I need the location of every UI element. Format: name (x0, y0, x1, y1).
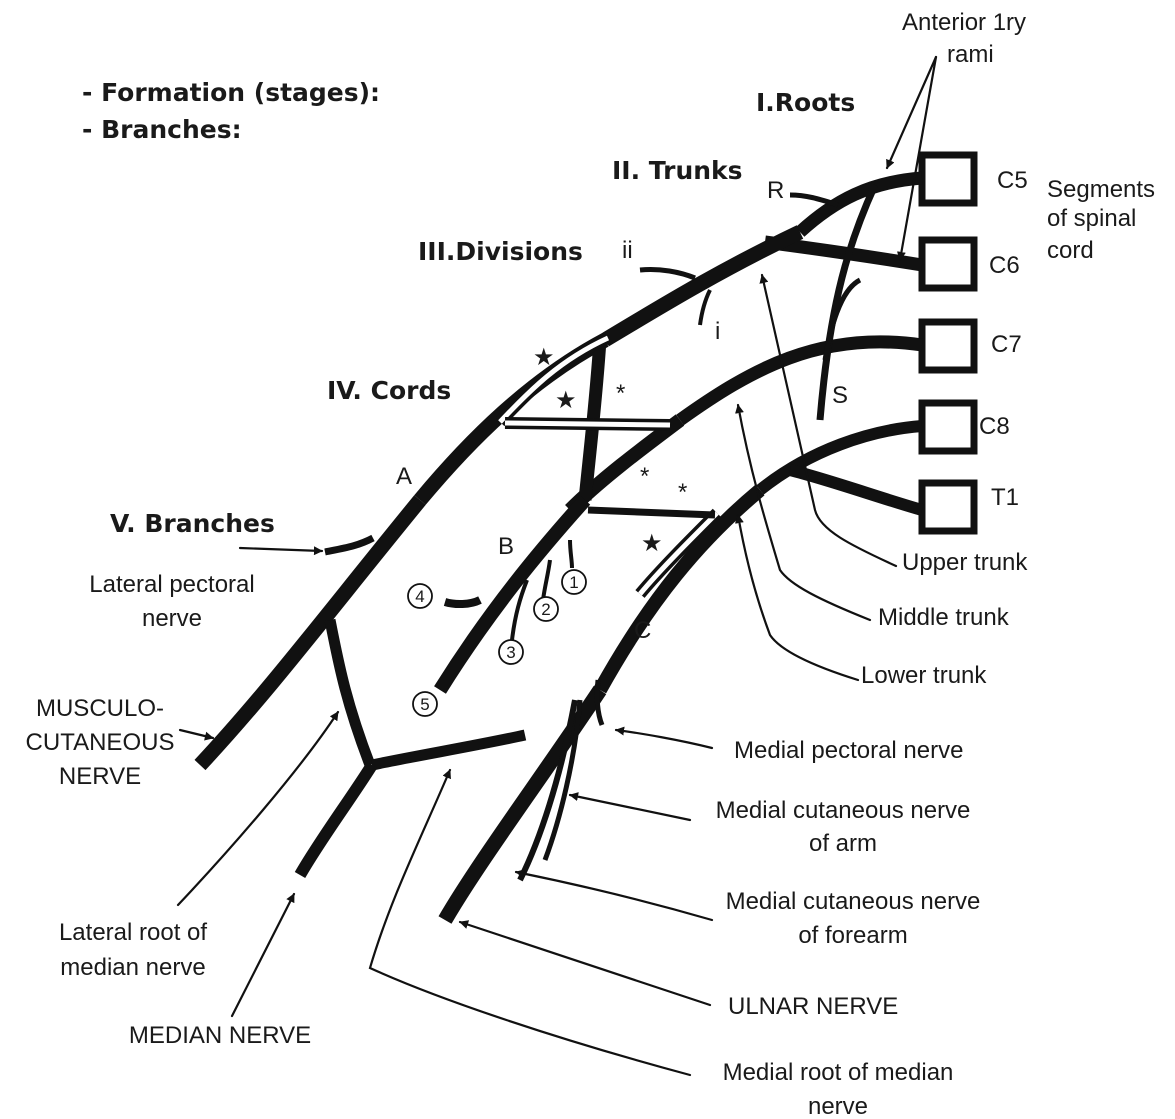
arrow-musculocutaneous (180, 730, 213, 738)
asterisk-marker: * (640, 463, 649, 490)
number-3: 3 (506, 643, 515, 662)
lateral-cord (200, 232, 800, 765)
label-median-nerve: MEDIAN NERVE (129, 1022, 311, 1049)
letter-b: B (498, 533, 514, 560)
lower-trunk (600, 490, 760, 690)
segment-label-c5: C5 (997, 167, 1028, 194)
lateral-root-of-median-nerve (330, 620, 370, 765)
lateral-pectoral-nerve (325, 538, 373, 552)
number-1: 1 (569, 573, 578, 592)
heading-roots: I.Roots (756, 88, 855, 117)
arrow-ulnar-nerve (460, 922, 710, 1005)
number-4: 4 (415, 587, 424, 606)
segment-box-c5 (922, 155, 974, 203)
segment-label-c8: C8 (979, 413, 1010, 440)
letter-ii: ii (622, 237, 633, 264)
star-marker: ★ (555, 387, 577, 414)
number-5: 5 (420, 695, 429, 714)
letter-a: A (396, 463, 412, 490)
arrow-medial-cutaneous-forearm (516, 872, 712, 920)
arrow-anterior-rami-c5 (887, 57, 936, 168)
label-ulnar-nerve: ULNAR NERVE (728, 993, 898, 1020)
numbered-branch-markers: 1 2 3 4 5 (408, 570, 586, 716)
segment-label-c7: C7 (991, 331, 1022, 358)
label-musculocutaneous-line3: NERVE (59, 763, 141, 790)
label-medial-cutaneous-forearm-line2: of forearm (798, 922, 907, 949)
heading-cords: IV. Cords (327, 376, 451, 405)
branch-4 (445, 600, 480, 604)
arrow-upper-trunk (762, 275, 896, 566)
label-medial-cutaneous-arm-line1: Medial cutaneous nerve (716, 797, 971, 824)
letter-r: R (767, 177, 784, 204)
medial-root-of-median-nerve (372, 735, 525, 765)
segment-box-c6 (922, 240, 974, 288)
arrow-medial-pectoral (616, 730, 712, 748)
arrow-medial-cutaneous-arm (570, 795, 690, 820)
heading-branches: - Branches: (82, 115, 242, 144)
branch-r (790, 195, 838, 205)
segment-box-t1 (922, 483, 974, 531)
label-anterior-rami-line2: rami (947, 41, 994, 68)
heading-divisions: III.Divisions (418, 237, 583, 266)
letter-s: S (832, 382, 848, 409)
heading-formation: - Formation (stages): (82, 78, 380, 107)
root-c7 (680, 342, 922, 420)
label-segments-line3: cord (1047, 237, 1094, 264)
segment-label-t1: T1 (991, 484, 1019, 511)
upper-trunk (605, 232, 800, 340)
label-musculocutaneous-line2: CUTANEOUS (26, 729, 175, 756)
asterisk-marker: * (678, 479, 687, 506)
branch-1 (570, 540, 572, 568)
arrow-median-nerve (232, 894, 294, 1016)
letter-c: C (634, 617, 651, 644)
median-nerve (300, 765, 372, 875)
label-lower-trunk: Lower trunk (861, 662, 987, 689)
label-segments-line2: of spinal (1047, 205, 1136, 232)
label-middle-trunk: Middle trunk (878, 604, 1010, 631)
arrow-lateral-pectoral (240, 548, 322, 551)
label-medial-pectoral: Medial pectoral nerve (734, 737, 963, 764)
number-2: 2 (541, 600, 550, 619)
label-lateral-root-line2: median nerve (60, 954, 205, 981)
label-medial-root-line2: nerve (808, 1093, 868, 1119)
arrow-lateral-root (178, 712, 338, 905)
segment-boxes (922, 155, 974, 531)
branch-2 (543, 560, 550, 600)
label-medial-root-line1: Medial root of median (723, 1059, 954, 1086)
label-medial-cutaneous-forearm-line1: Medial cutaneous nerve (726, 888, 981, 915)
musculocutaneous-nerve (200, 500, 420, 765)
label-lateral-pectoral-line2: nerve (142, 605, 202, 632)
label-lateral-pectoral-line1: Lateral pectoral (89, 571, 254, 598)
label-segments-line1: Segments (1047, 176, 1155, 203)
label-medial-cutaneous-arm-line2: of arm (809, 830, 877, 857)
branch-i (700, 290, 710, 325)
letter-i: i (715, 318, 720, 345)
label-anterior-rami-line1: Anterior 1ry (902, 9, 1026, 36)
star-marker: ★ (533, 344, 555, 371)
label-upper-trunk: Upper trunk (902, 549, 1028, 576)
heading-branches-stage: V. Branches (110, 509, 275, 538)
star-marker: ★ (641, 530, 663, 557)
branch-ii (640, 269, 695, 278)
segment-box-c7 (922, 322, 974, 370)
anterior-division-lower (588, 510, 715, 515)
label-musculocutaneous-line1: MUSCULO- (36, 695, 164, 722)
arrow-lower-trunk (738, 515, 858, 680)
heading-trunks: II. Trunks (612, 156, 743, 185)
label-lateral-root-line1: Lateral root of (59, 919, 207, 946)
segment-label-c6: C6 (989, 252, 1020, 279)
arrow-medial-root (370, 770, 690, 1075)
asterisk-marker: * (616, 380, 625, 407)
segment-box-c8 (922, 403, 974, 451)
